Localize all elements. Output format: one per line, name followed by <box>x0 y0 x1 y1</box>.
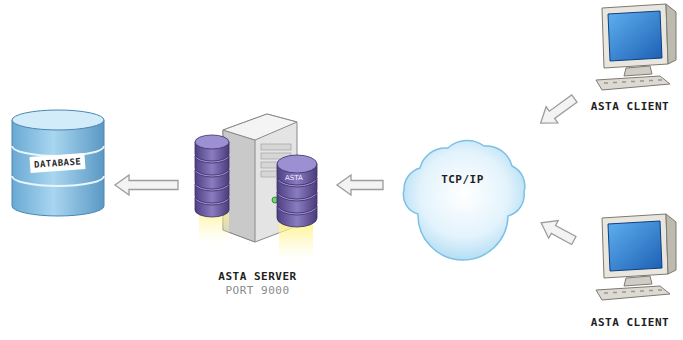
network-cloud: TCP/IP <box>390 126 535 234</box>
client-computer: ASTA CLIENT <box>580 212 680 330</box>
client-outline <box>580 2 680 114</box>
node-label: ASTA CLIENT <box>591 100 669 114</box>
database-cylinder: DATABASE <box>8 108 108 218</box>
node-label: TCP/IP <box>441 173 484 187</box>
client-computer: ASTA CLIENT <box>580 2 680 114</box>
port-label: PORT 9000 <box>225 284 289 298</box>
server-icon: ASTA SERVERPORT 9000 <box>185 108 330 298</box>
flow-arrow <box>337 175 383 195</box>
flow-arrow <box>541 95 577 123</box>
node-label: ASTA SERVER <box>218 270 296 284</box>
node-label: ASTA CLIENT <box>591 316 669 330</box>
server-outline <box>185 108 330 298</box>
disk-label: ASTA <box>285 174 303 182</box>
client-outline <box>580 212 680 330</box>
flow-arrow <box>541 221 576 245</box>
flow-arrow <box>115 175 178 195</box>
